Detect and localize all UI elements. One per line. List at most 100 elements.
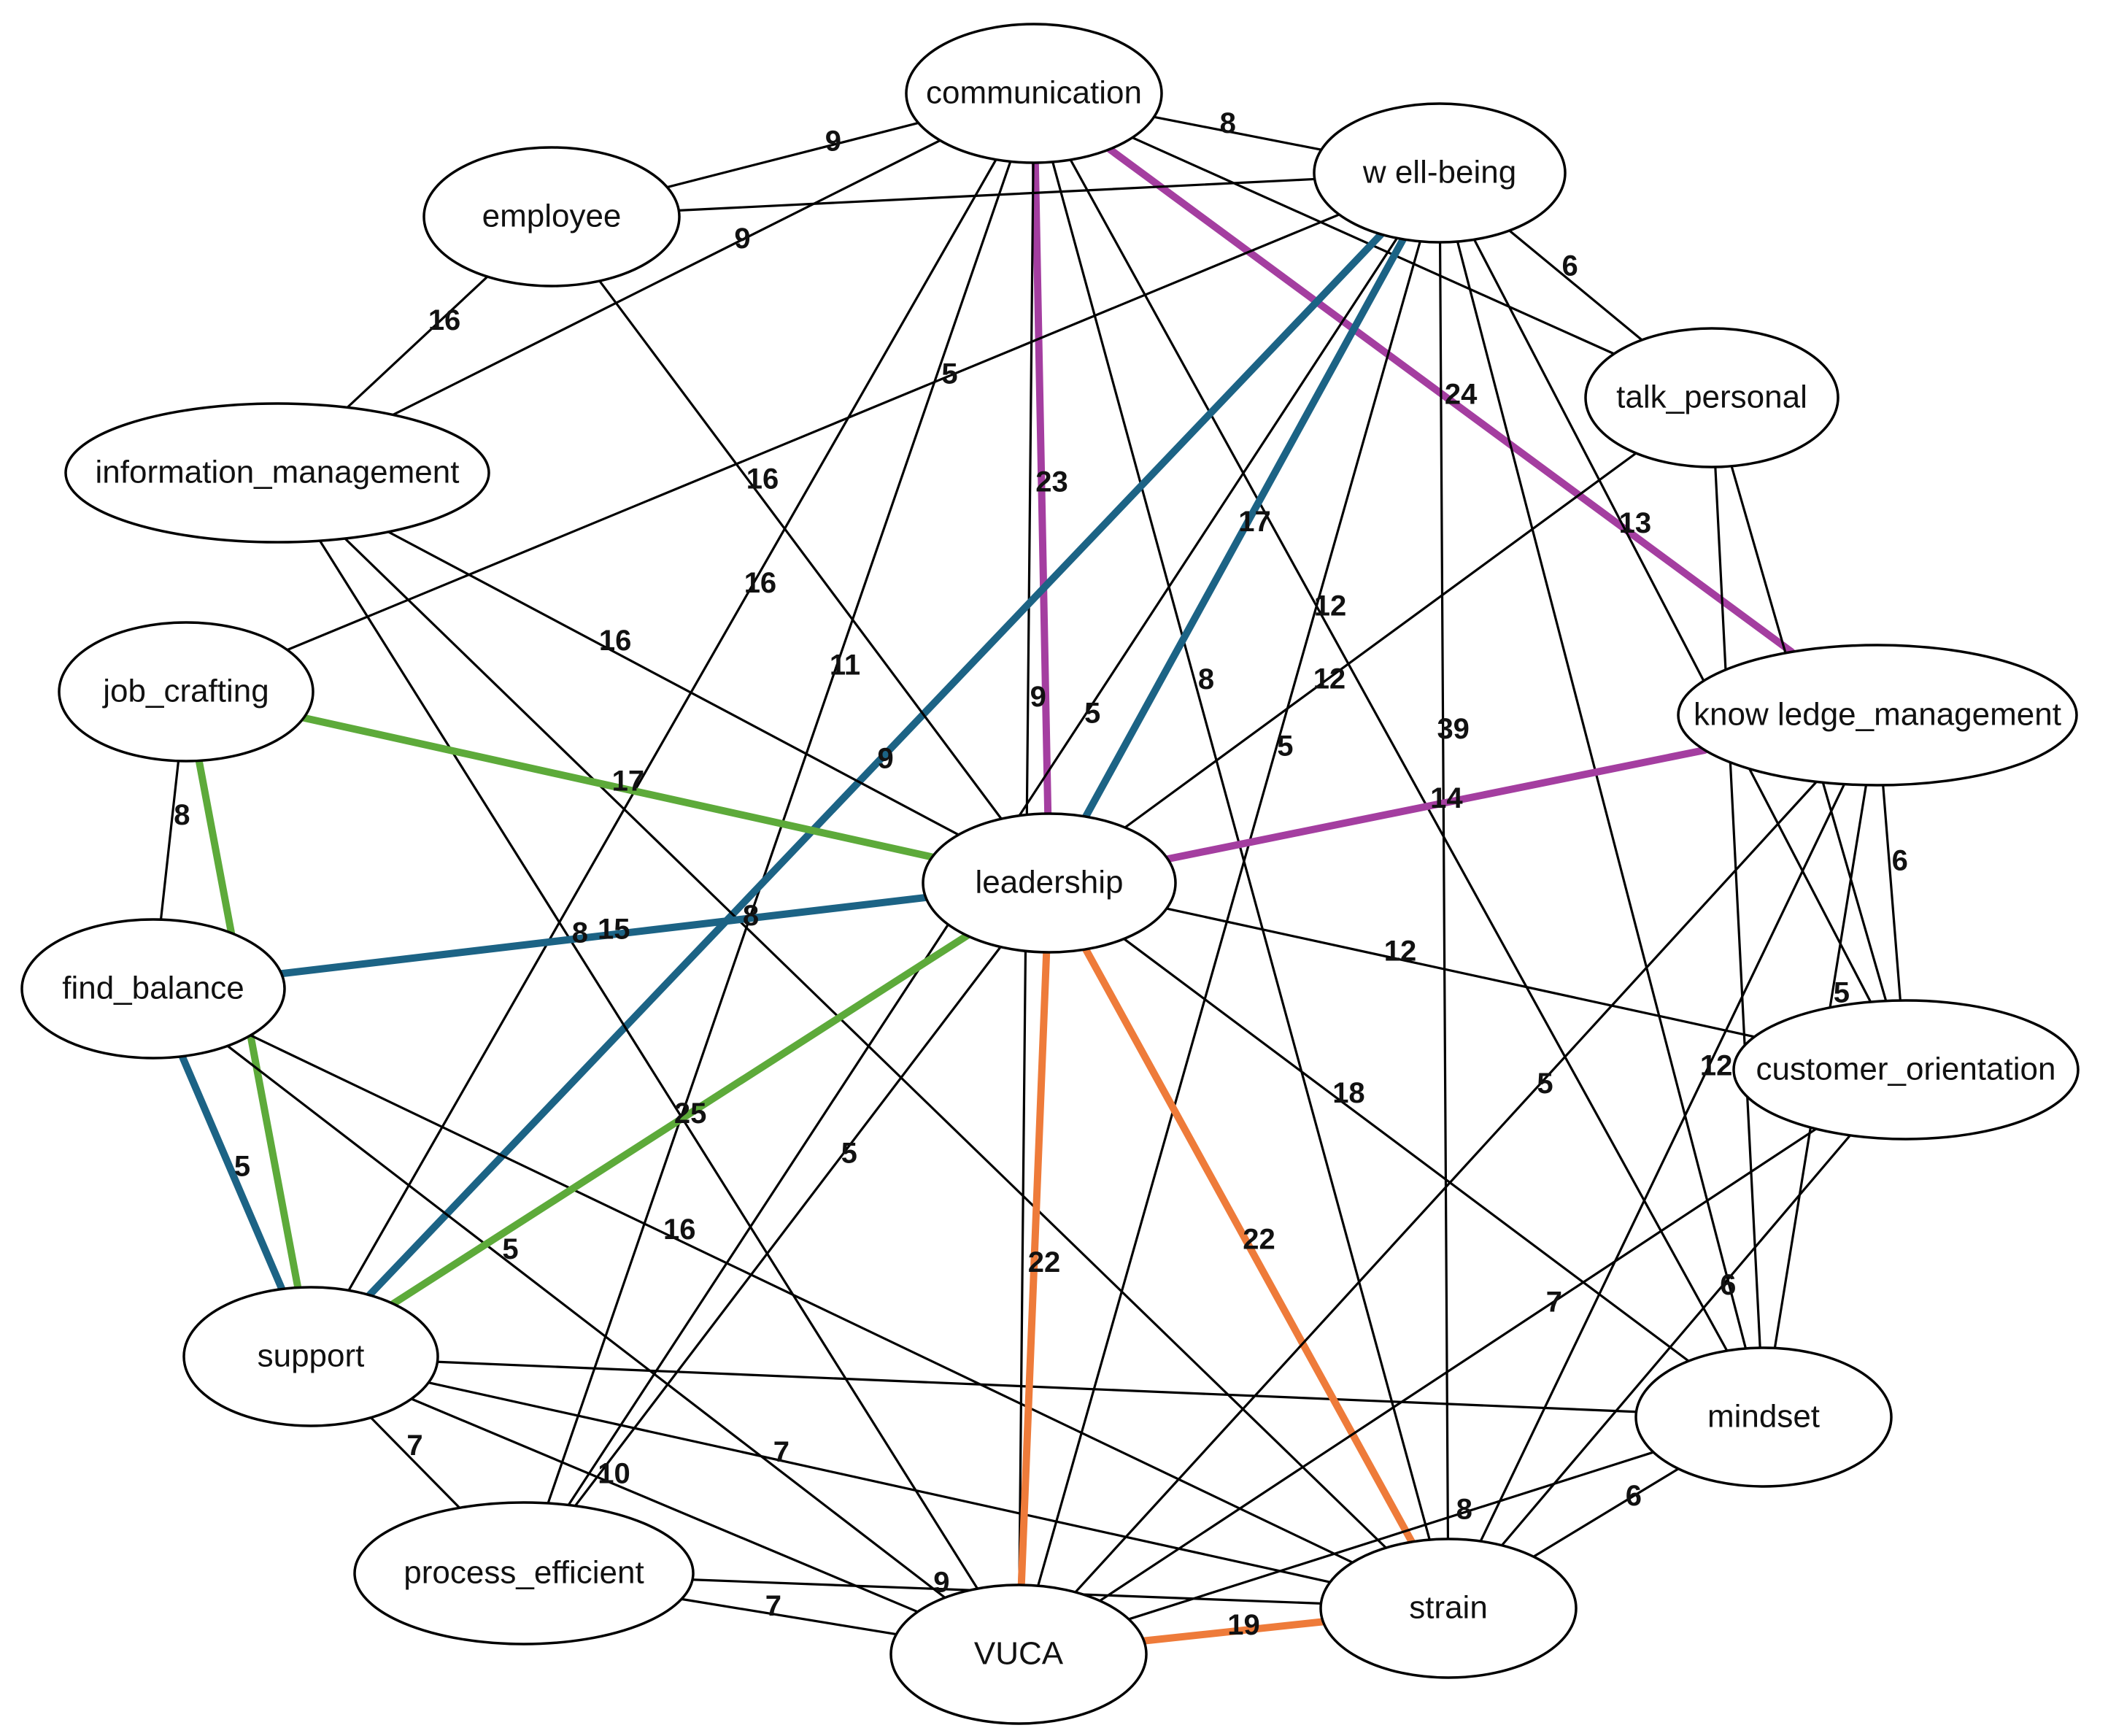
node-communication: communication bbox=[905, 23, 1163, 164]
node-employee: employee bbox=[422, 146, 681, 288]
node-strain: strain bbox=[1319, 1538, 1578, 1679]
node-well-being: w ell-being bbox=[1313, 102, 1567, 244]
edge-weight-label: 13 bbox=[1619, 507, 1652, 539]
node-ellipse bbox=[58, 621, 314, 763]
node-label: job_crafting bbox=[101, 674, 269, 709]
edge-weight-label: 16 bbox=[428, 304, 461, 336]
node-ellipse bbox=[922, 812, 1177, 954]
node-leadership: leadership bbox=[922, 812, 1177, 954]
node-ellipse bbox=[889, 1583, 1148, 1725]
edge-well_being-employee bbox=[677, 177, 1316, 212]
node-label: talk_personal bbox=[1616, 379, 1807, 415]
edge-weight-label: 5 bbox=[502, 1233, 518, 1265]
edge-weight-label: 5 bbox=[1277, 730, 1293, 762]
edge-communication-strain bbox=[1051, 161, 1431, 1541]
node-label: know ledge_management bbox=[1694, 697, 2061, 733]
edge-weight-label: 5 bbox=[1084, 698, 1100, 730]
edge-employee-leadership bbox=[598, 279, 1003, 820]
node-ellipse bbox=[1634, 1346, 1893, 1488]
edge-weight-label: 19 bbox=[1227, 1609, 1260, 1641]
edge-well_being-talk_personal bbox=[1508, 229, 1643, 342]
node-customer-orientation: customer_orientation bbox=[1732, 999, 2080, 1141]
edge-weight-label: 9 bbox=[877, 742, 893, 774]
edge-well_being-mindset bbox=[1456, 240, 1748, 1350]
node-ellipse bbox=[422, 146, 681, 288]
edge-mindset-strain bbox=[1532, 1467, 1680, 1558]
edge-leadership-strain bbox=[1082, 945, 1416, 1546]
edge-support-process_efficient bbox=[369, 1416, 461, 1509]
edge-weight-label: 9 bbox=[1030, 681, 1046, 713]
edge-weight-label: 9 bbox=[933, 1567, 949, 1599]
edge-support-leadership bbox=[389, 932, 971, 1308]
edge-weight-label: 17 bbox=[612, 765, 645, 798]
node-ellipse bbox=[1313, 102, 1567, 244]
edge-weight-label: 12 bbox=[1384, 935, 1417, 967]
node-job-crafting: job_crafting bbox=[58, 621, 314, 763]
edge-weight-label: 18 bbox=[1332, 1077, 1365, 1109]
edge-weight-label: 16 bbox=[746, 463, 779, 495]
edge-weight-label: 17 bbox=[1238, 506, 1271, 538]
edge-weight-label: 7 bbox=[406, 1430, 422, 1462]
edge-information_management-VUCA bbox=[318, 539, 979, 1590]
edge-weight-label: 23 bbox=[1035, 466, 1068, 498]
edge-weight-label: 6 bbox=[1562, 250, 1578, 282]
edge-weight-label: 7 bbox=[765, 1590, 781, 1622]
node-process-efficient: process_efficient bbox=[353, 1501, 695, 1646]
edge-weight-label: 39 bbox=[1437, 713, 1470, 745]
node-talk-personal: talk_personal bbox=[1584, 327, 1839, 468]
node-label: customer_orientation bbox=[1756, 1052, 2056, 1087]
edge-leadership-talk_personal bbox=[1124, 452, 1637, 829]
edge-well_being-support bbox=[366, 231, 1385, 1299]
edge-leadership-mindset bbox=[1122, 937, 1690, 1362]
edge-process_efficient-VUCA bbox=[680, 1597, 898, 1636]
node-ellipse bbox=[1584, 327, 1839, 468]
node-label: find_balance bbox=[62, 971, 244, 1006]
edge-mindset-VUCA bbox=[1127, 1451, 1655, 1621]
edge-weight-label: 12 bbox=[1314, 590, 1347, 622]
edge-customer_orientation-VUCA bbox=[1098, 1127, 1818, 1602]
edge-talk_personal-mindset bbox=[1714, 466, 1761, 1349]
node-label: communication bbox=[926, 75, 1142, 111]
edge-weight-label: 24 bbox=[1445, 378, 1478, 410]
edge-weight-label: 5 bbox=[1834, 977, 1850, 1009]
edge-label-layer: 9892324161198125179613395516161688177815… bbox=[174, 107, 1908, 1641]
edge-communication-leadership bbox=[1031, 158, 1052, 818]
node-label: employee bbox=[482, 198, 622, 234]
node-mindset: mindset bbox=[1634, 1346, 1893, 1488]
edge-weight-label: 7 bbox=[773, 1436, 789, 1468]
node-layer: communication w ell-being employee talk_per… bbox=[20, 23, 2080, 1725]
node-label: w ell-being bbox=[1362, 155, 1516, 190]
node-ellipse bbox=[905, 23, 1163, 164]
edge-weight-label: 5 bbox=[1537, 1068, 1553, 1100]
node-label: leadership bbox=[975, 865, 1123, 900]
edge-well_being-leadership bbox=[1082, 235, 1408, 821]
edge-communication-mindset bbox=[1069, 158, 1729, 1352]
edge-weight-label: 8 bbox=[1198, 663, 1214, 695]
edge-knowledge_management-strain bbox=[1479, 783, 1846, 1543]
node-knowledge-management: know ledge_management bbox=[1677, 644, 2078, 787]
edge-employee-information_management bbox=[346, 275, 489, 409]
edge-weight-label: 8 bbox=[174, 799, 190, 831]
edge-find_balance-leadership bbox=[277, 893, 930, 978]
node-ellipse bbox=[20, 918, 286, 1060]
edge-layer bbox=[159, 115, 1902, 1645]
edge-job_crafting-leadership bbox=[300, 714, 936, 861]
node-ellipse bbox=[1677, 644, 2078, 787]
edge-weight-label: 16 bbox=[663, 1214, 696, 1246]
edge-communication-well_being bbox=[1152, 115, 1323, 151]
edge-information_management-strain bbox=[344, 537, 1388, 1549]
edge-weight-label: 11 bbox=[830, 649, 860, 682]
edge-well_being-strain bbox=[1438, 241, 1450, 1540]
edge-well_being-VUCA bbox=[1037, 240, 1421, 1587]
edge-knowledge_management-VUCA bbox=[1074, 780, 1818, 1594]
edge-weight-label: 25 bbox=[674, 1097, 707, 1130]
edge-weight-label: 16 bbox=[599, 625, 632, 657]
node-support: support bbox=[182, 1286, 439, 1427]
node-ellipse bbox=[64, 402, 490, 544]
edge-knowledge_management-customer_orientation bbox=[1882, 784, 1902, 1002]
edge-find_balance-VUCA bbox=[226, 1044, 946, 1599]
edge-job_crafting-find_balance bbox=[159, 760, 180, 921]
edge-weight-label: 8 bbox=[1220, 107, 1236, 139]
edge-weight-label: 12 bbox=[1700, 1049, 1733, 1081]
edge-weight-label: 22 bbox=[1243, 1224, 1275, 1256]
